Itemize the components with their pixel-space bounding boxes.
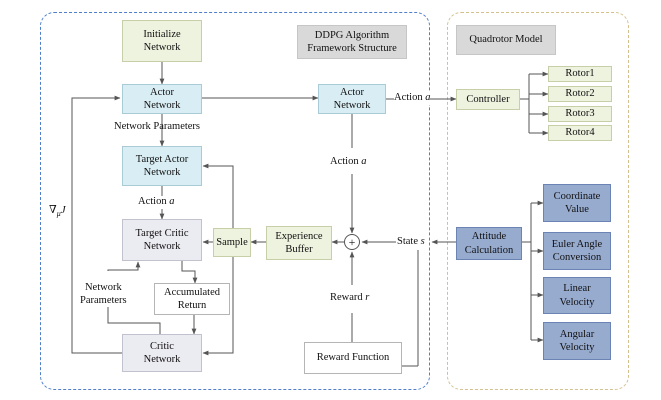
target-critic-network-box: Target Critic Network [122, 219, 202, 261]
action-a-right-text: Action [394, 92, 426, 103]
action-a-left-var: a [169, 196, 175, 207]
target-actor-network-box: Target Actor Network [122, 146, 202, 186]
accumulated-return-box: Accumulated Return [154, 283, 230, 315]
actor-network-box: Actor Network [122, 84, 202, 114]
reward-text: Reward [330, 292, 366, 303]
quadrotor-model-frame [447, 12, 629, 390]
arrow-sample-critic [202, 257, 234, 356]
controller-box: Controller [456, 89, 520, 110]
network-parameters-label-bottom: Network Parameters [80, 282, 127, 308]
action-a-label-mid: Action a [330, 156, 367, 169]
state-var: s [420, 236, 425, 247]
experience-buffer-box: Experience Buffer [266, 226, 332, 260]
state-text: State [397, 236, 421, 247]
rotor-1-box: Rotor1 [548, 66, 612, 82]
gradient-symbol: ∇ [49, 204, 57, 216]
arrow-sample-targetactor [202, 163, 234, 228]
action-a-label-left: Action a [138, 196, 175, 209]
ddpg-framework-frame [40, 12, 430, 390]
reward-function-box: Reward Function [304, 342, 402, 374]
quadrotor-model-title: Quadrotor Model [456, 25, 556, 55]
angular-velocity-box: Angular Velocity [543, 322, 611, 360]
rotor-4-box: Rotor4 [548, 125, 612, 141]
coordinate-value-box: Coordinate Value [543, 184, 611, 222]
sum-junction: + [344, 234, 360, 250]
reward-var: r [365, 292, 370, 303]
action-a-left-text: Action [138, 196, 170, 207]
actor-network-exec-box: Actor Network [318, 84, 386, 114]
action-a-label-right: Action a [394, 92, 431, 105]
linear-velocity-box: Linear Velocity [543, 277, 611, 314]
gradient-var: J [60, 204, 66, 216]
rotor-2-box: Rotor2 [548, 86, 612, 102]
state-s-label: State s [397, 236, 425, 249]
arrow-params-targetcritic [107, 261, 141, 271]
action-a-mid-var: a [361, 156, 367, 167]
initialize-network-box: Initialize Network [122, 20, 202, 62]
reward-r-label: Reward r [330, 292, 370, 305]
network-parameters-label-top: Network Parameters [114, 121, 201, 132]
euler-angle-conversion-box: Euler Angle Conversion [543, 232, 611, 270]
arrow-targetcritic-return [181, 261, 198, 284]
attitude-calculation-box: Attitude Calculation [456, 227, 522, 260]
ddpg-framework-title: DDPG Algorithm Framework Structure [297, 25, 407, 59]
sample-box: Sample [213, 228, 251, 257]
gradient-subscript: μ [56, 209, 61, 219]
gradient-label: ∇μJ [49, 204, 66, 219]
rotor-3-box: Rotor3 [548, 106, 612, 122]
action-a-mid-text: Action [330, 156, 362, 167]
arrow-gradient-actor [71, 95, 122, 354]
action-a-right-var: a [425, 92, 431, 103]
critic-network-box: Critic Network [122, 334, 202, 372]
